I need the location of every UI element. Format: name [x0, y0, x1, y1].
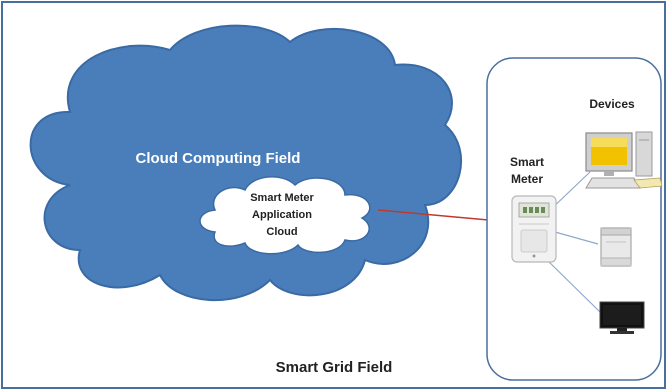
appliance-icon — [600, 227, 632, 267]
television-icon — [599, 301, 645, 334]
inner-cloud-line-3: Cloud — [266, 226, 297, 238]
cloud-computing-field-title: Cloud Computing Field — [136, 150, 301, 167]
inner-cloud-line-1: Smart Meter — [250, 192, 314, 204]
meter-to-tv-line — [544, 257, 601, 313]
smart-meter-application-cloud — [199, 176, 371, 255]
smart-meter-icon — [511, 195, 557, 263]
inner-cloud-line-2: Application — [252, 209, 312, 221]
computer-icon — [585, 131, 663, 189]
devices-label: Devices — [589, 97, 635, 111]
smart-meter-label-line-2: Meter — [511, 172, 543, 186]
smart-meter-label-line-1: Smart — [510, 155, 544, 169]
smart-grid-field-label: Smart Grid Field — [276, 359, 393, 376]
meter-to-appliance-line — [554, 231, 599, 245]
